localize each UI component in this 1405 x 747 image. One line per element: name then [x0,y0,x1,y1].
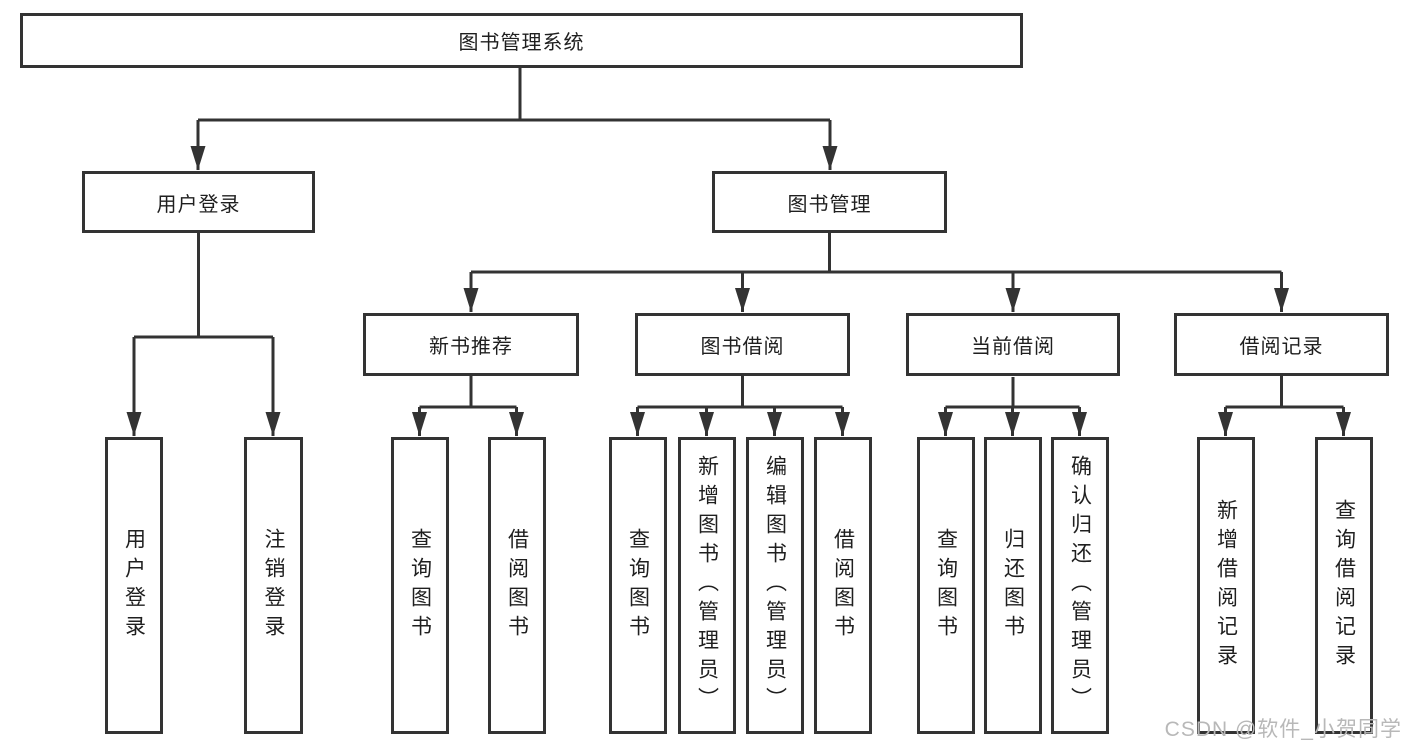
leaf-logout-label: 注销登录 [262,527,285,644]
leaf-cb-query-books: 查询图书 [917,437,975,734]
node-book-management: 图书管理 [712,171,947,233]
leaf-bb-edit-books-admin-label: 编辑图书（管理员） [763,455,787,716]
node-current-borrow: 当前借阅 [906,313,1120,376]
node-user-login: 用户登录 [82,171,315,233]
leaf-cb-confirm-return-admin-label: 确认归还（管理员） [1068,455,1092,716]
leaf-bb-borrow-books: 借阅图书 [814,437,872,734]
leaf-bb-edit-books-admin: 编辑图书（管理员） [746,437,804,734]
node-book-borrow: 图书借阅 [635,313,850,376]
leaf-cb-query-books-label: 查询图书 [934,527,958,644]
leaf-br-add-record: 新增借阅记录 [1197,437,1255,734]
leaf-bb-add-books-admin: 新增图书（管理员） [678,437,736,734]
leaf-bb-query-books-label: 查询图书 [626,527,650,644]
leaf-bb-borrow-books-label: 借阅图书 [831,527,855,644]
leaf-nb-borrow-books: 借阅图书 [488,437,546,734]
node-borrow-records: 借阅记录 [1174,313,1389,376]
node-book-borrow-label: 图书借阅 [700,336,785,358]
leaf-bb-add-books-admin-label: 新增图书（管理员） [695,455,719,716]
leaf-br-query-record: 查询借阅记录 [1315,437,1373,734]
node-current-borrow-label: 当前借阅 [971,336,1055,358]
leaf-nb-borrow-books-label: 借阅图书 [505,527,529,644]
node-root-label: 图书管理系统 [458,32,585,54]
node-new-book-recommend-label: 新书推荐 [429,336,513,358]
leaf-nb-query-books-label: 查询图书 [408,527,432,644]
leaf-nb-query-books: 查询图书 [391,437,449,734]
leaf-cb-return-books-label: 归还图书 [1001,527,1025,644]
node-book-management-label: 图书管理 [787,193,872,216]
leaf-cb-return-books: 归还图书 [984,437,1042,734]
leaf-logout: 注销登录 [244,437,303,734]
leaf-br-query-record-label: 查询借阅记录 [1332,498,1356,673]
node-new-book-recommend: 新书推荐 [363,313,579,376]
leaf-user-login-label: 用户登录 [122,527,146,644]
node-root: 图书管理系统 [20,13,1023,68]
node-borrow-records-label: 借阅记录 [1239,336,1324,358]
node-user-login-label: 用户登录 [156,193,241,216]
leaf-cb-confirm-return-admin: 确认归还（管理员） [1051,437,1109,734]
leaf-user-login: 用户登录 [105,437,163,734]
leaf-bb-query-books: 查询图书 [609,437,667,734]
leaf-br-add-record-label: 新增借阅记录 [1214,498,1238,673]
